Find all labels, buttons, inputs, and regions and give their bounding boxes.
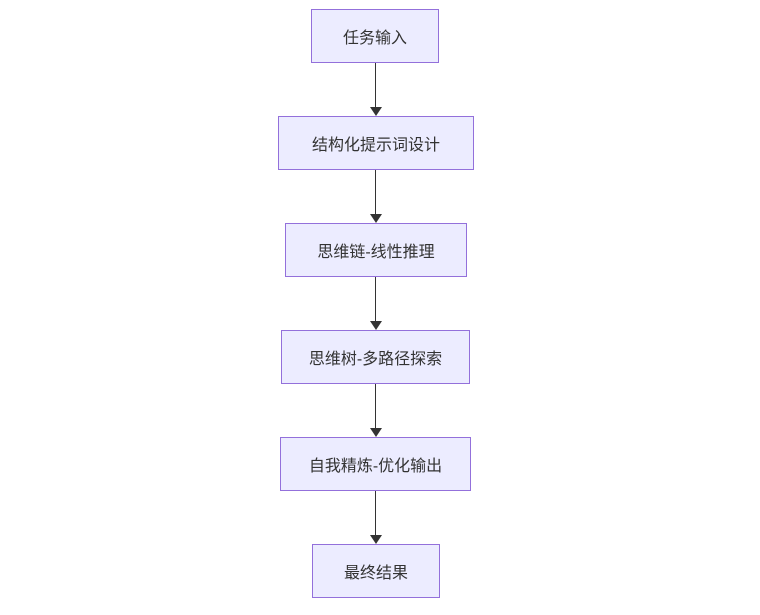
connector-arrow <box>369 170 382 223</box>
arrowhead-down-icon <box>369 321 382 330</box>
arrowhead-down-icon <box>369 428 382 437</box>
arrowhead-down-icon <box>369 535 382 544</box>
flow-node-label: 思维树-多路径探索 <box>308 351 443 368</box>
flow-node-label: 最终结果 <box>343 565 408 582</box>
connector-arrow <box>369 384 382 437</box>
flow-node-structured-prompt-design: 结构化提示词设计 <box>278 116 474 170</box>
arrowhead-down-icon <box>369 214 382 223</box>
flow-node-task-input: 任务输入 <box>311 9 439 63</box>
flow-node-tree-of-thought: 思维树-多路径探索 <box>281 330 470 384</box>
flow-node-label: 思维链-线性推理 <box>317 244 435 261</box>
flow-node-label: 结构化提示词设计 <box>311 137 440 154</box>
connector-arrow <box>369 63 382 116</box>
arrow-line <box>374 63 377 107</box>
connector-arrow <box>369 491 382 544</box>
flow-node-label: 自我精炼-优化输出 <box>308 458 443 475</box>
connector-arrow <box>369 277 382 330</box>
arrow-line <box>374 277 377 321</box>
arrow-line <box>374 384 377 428</box>
arrow-line <box>374 170 377 214</box>
flow-node-label: 任务输入 <box>342 30 407 47</box>
flow-node-final-result: 最终结果 <box>312 544 440 598</box>
flow-node-self-refine: 自我精炼-优化输出 <box>280 437 471 491</box>
arrowhead-down-icon <box>369 107 382 116</box>
flow-node-chain-of-thought: 思维链-线性推理 <box>285 223 467 277</box>
arrow-line <box>374 491 377 535</box>
